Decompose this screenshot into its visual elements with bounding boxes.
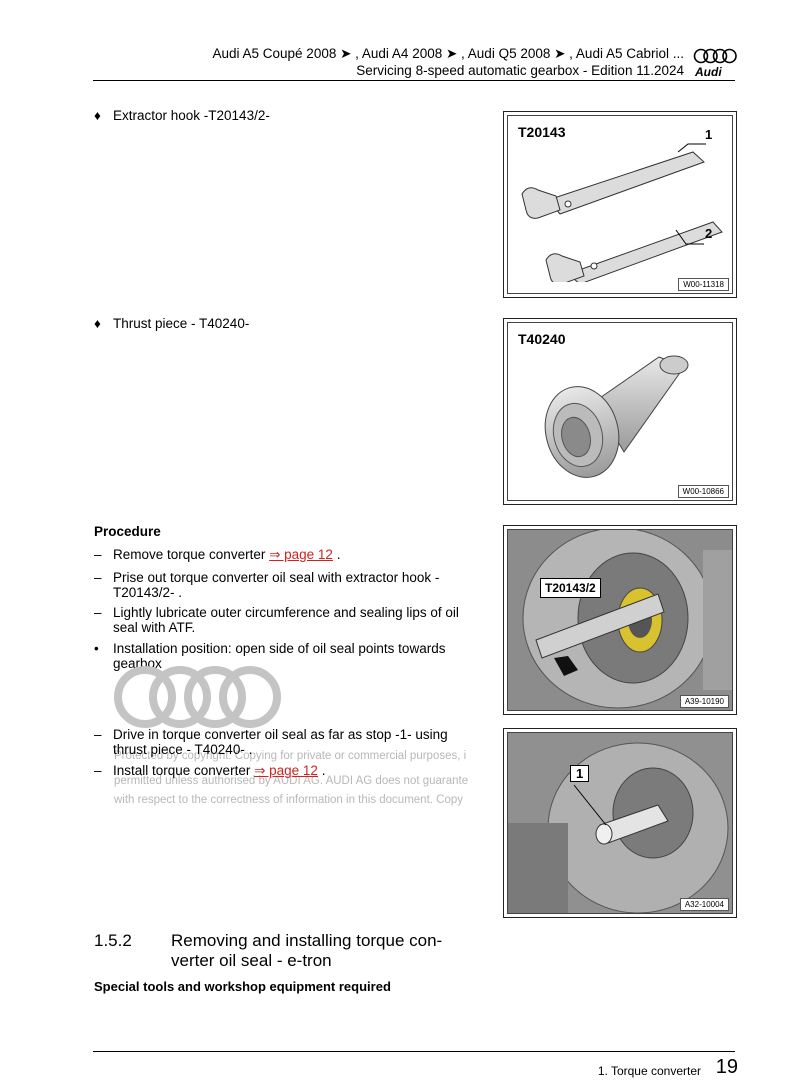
thrust-piece-illustration xyxy=(544,355,689,478)
figure-code: W00-11318 xyxy=(678,278,729,291)
step-text: Remove torque converter xyxy=(113,547,270,562)
step-text: Lightly lubricate outer circumference an… xyxy=(113,605,459,635)
watermark-line-1: Protected by copyright. Copying for priv… xyxy=(114,750,467,762)
tool-item-label: Thrust piece - T40240- xyxy=(113,316,250,331)
footer-chapter: 1. Torque converter xyxy=(597,1064,701,1078)
page-number: 19 xyxy=(715,1056,738,1078)
figure-code: A32-10004 xyxy=(679,898,729,911)
step-dash: – xyxy=(94,763,102,778)
watermark-line-2: permitted unless authorised by AUDI AG. … xyxy=(114,775,469,787)
callout-1: 1 xyxy=(705,127,713,142)
callout-1: 1 xyxy=(570,765,590,782)
gearbox-photo-illustration xyxy=(508,733,732,913)
step-text: Prise out torque converter oil seal with… xyxy=(113,570,440,600)
step-dash: – xyxy=(94,547,102,562)
page-12-link[interactable]: ⇒ page 12 xyxy=(269,547,333,562)
step-text-after: . xyxy=(332,547,341,562)
tool-item-label: Extractor hook -T20143/2- xyxy=(113,108,270,123)
bullet-diamond-icon: ♦ xyxy=(94,108,101,123)
figure-remove-oil-seal: T20143/2 A39-10190 xyxy=(503,525,737,715)
procedure-heading: Procedure xyxy=(94,524,161,539)
figure-code: W00-10866 xyxy=(677,485,729,498)
special-tools-heading: Special tools and workshop equipment req… xyxy=(94,979,391,994)
bullet-diamond-icon: ♦ xyxy=(94,316,101,331)
step-bullet: • xyxy=(94,641,99,656)
section-title: Removing and installing torque con-verte… xyxy=(171,931,443,970)
audi-logo: Audi xyxy=(692,47,738,81)
page-12-link[interactable]: ⇒ page 12 xyxy=(254,763,318,778)
figure-thrust-piece: T40240 W00-10866 xyxy=(503,318,737,505)
figure-install-oil-seal: 1 A32-10004 xyxy=(503,728,737,918)
footer-divider xyxy=(93,1051,735,1052)
extractor-hook-illustration xyxy=(521,143,723,282)
tool-label: T20143/2 xyxy=(540,578,601,598)
audi-brand-text: Audi xyxy=(695,65,722,79)
step-text: Install torque converter xyxy=(113,763,255,778)
header-divider xyxy=(93,80,735,81)
step-dash: – xyxy=(94,570,102,585)
gearbox-photo-illustration xyxy=(508,530,732,710)
step-dash: – xyxy=(94,605,102,620)
header-manual-title: Servicing 8-speed automatic gearbox - Ed… xyxy=(356,63,684,78)
watermark-line-3: with respect to the correctness of infor… xyxy=(114,794,463,806)
audi-rings-watermark-icon xyxy=(114,666,281,728)
figure-code: A39-10190 xyxy=(679,695,729,708)
callout-2: 2 xyxy=(705,226,713,241)
section-number: 1.5.2 xyxy=(94,931,132,950)
step-text: Drive in torque converter oil seal as fa… xyxy=(113,727,448,757)
header-vehicle-list: Audi A5 Coupé 2008 ➤ , Audi A4 2008 ➤ , … xyxy=(212,46,684,61)
step-text-after: . xyxy=(317,763,326,778)
figure-title: T40240 xyxy=(518,331,566,347)
figure-title: T20143 xyxy=(518,124,566,140)
figure-extractor-hook: T20143 1 2 W00-11318 xyxy=(503,111,737,298)
step-dash: – xyxy=(94,727,102,742)
